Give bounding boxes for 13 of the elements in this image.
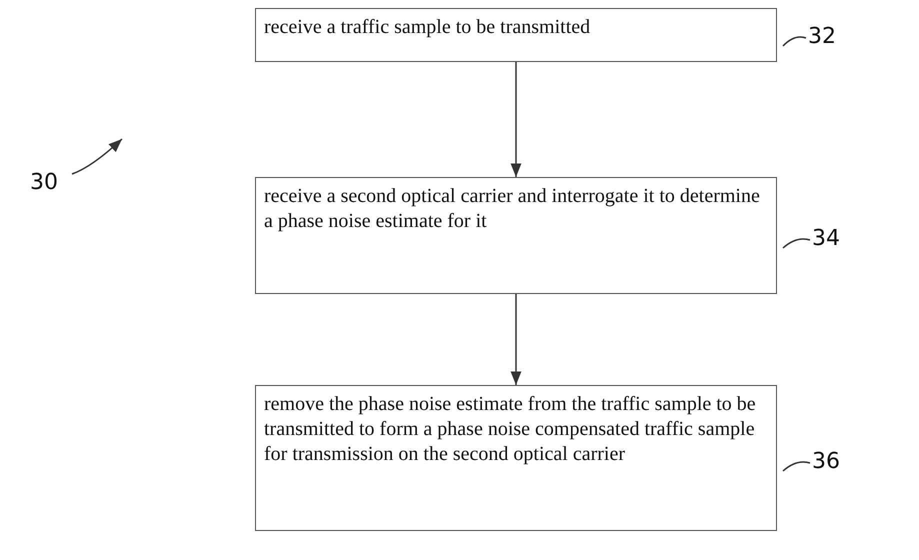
leader-line bbox=[782, 461, 810, 472]
callout-number: 30 bbox=[30, 170, 70, 198]
callout-number: 36 bbox=[812, 449, 852, 477]
process-box: receive a traffic sample to be transmitted bbox=[255, 8, 777, 62]
leader-line bbox=[782, 238, 810, 249]
process-box: receive a second optical carrier and interrogate it to determine a phase noise estimate for it bbox=[255, 177, 777, 294]
callout-number: 32 bbox=[808, 24, 848, 52]
callout-number: 34 bbox=[812, 226, 852, 254]
leader-line bbox=[782, 36, 806, 47]
arrow bbox=[510, 62, 522, 177]
arrow bbox=[510, 294, 522, 385]
process-box: remove the phase noise estimate from the traffic sample to be transmitted to form a phase noise compensated traffic sample for transmission on the second optical carrier bbox=[255, 385, 777, 531]
arrow bbox=[72, 138, 122, 175]
